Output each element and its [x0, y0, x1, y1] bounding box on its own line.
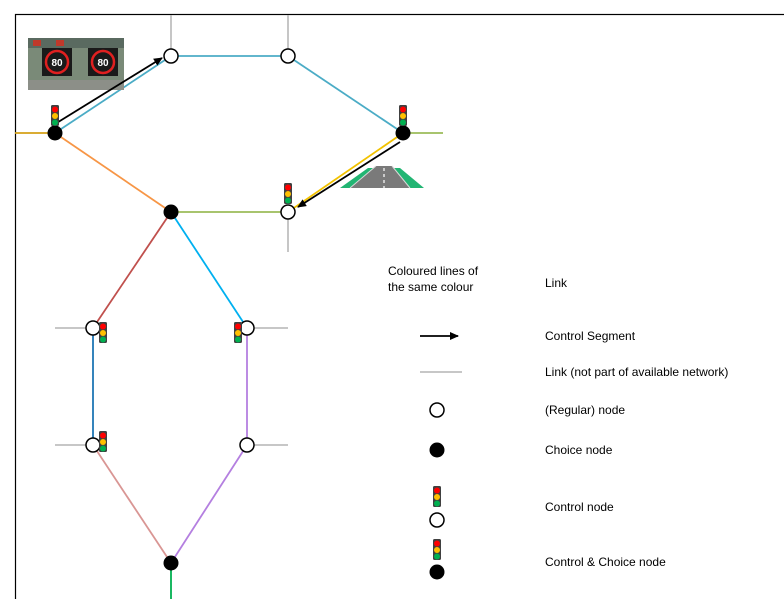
traffic-light-icon — [399, 105, 407, 126]
legend-control-node-label: Control node — [545, 500, 614, 514]
legend-link-caption-line2: the same colour — [388, 280, 473, 294]
control-node — [85, 437, 101, 453]
speed-limit-left-text: 80 — [51, 58, 63, 69]
diagram-border — [14, 13, 784, 599]
link-lower-right — [170, 444, 248, 564]
regular-node — [163, 48, 179, 64]
link-right-diagonal — [287, 132, 404, 213]
legend-choice-node-label: Choice node — [545, 443, 613, 457]
control-segment-arrow-top-left — [54, 57, 163, 125]
legend: Coloured lines of the same colour Link C… — [388, 264, 728, 580]
link-left-diagonal — [54, 132, 172, 213]
choice-node — [163, 204, 179, 220]
link-lower-left — [92, 444, 172, 564]
link-left-down — [92, 211, 172, 329]
legend-control-segment-label: Control Segment — [545, 329, 636, 343]
legend-choice-node-icon — [429, 442, 445, 458]
traffic-light-icon — [284, 183, 292, 204]
traffic-light-icon — [99, 322, 107, 343]
legend-control-choice-node-icon — [429, 564, 445, 580]
legend-unavailable-link-label: Link (not part of available network) — [545, 365, 728, 379]
road-image — [340, 165, 424, 189]
control-node — [280, 204, 296, 220]
speed-limit-right-text: 80 — [97, 58, 109, 69]
legend-regular-node-label: (Regular) node — [545, 403, 625, 417]
choice-node — [163, 555, 179, 571]
traffic-light-icon — [234, 322, 242, 343]
control-node — [85, 320, 101, 336]
link-top-left — [54, 55, 172, 134]
link-top-right — [287, 55, 404, 134]
regular-node — [239, 437, 255, 453]
regular-node — [280, 48, 296, 64]
traffic-light-icon — [51, 105, 59, 126]
control-choice-node — [395, 125, 411, 141]
traffic-light-icon — [99, 431, 107, 452]
legend-control-choice-node-label: Control & Choice node — [545, 555, 666, 569]
legend-link-caption-line1: Coloured lines of — [388, 264, 479, 278]
legend-control-node-traffic-light-icon — [433, 486, 441, 507]
speed-sign-photo: 80 80 — [28, 38, 124, 90]
link-right-down — [170, 211, 248, 329]
control-node — [239, 320, 255, 336]
legend-control-node-icon — [429, 512, 445, 528]
legend-regular-node-icon — [429, 402, 445, 418]
legend-control-choice-traffic-light-icon — [433, 539, 441, 560]
legend-link-label: Link — [545, 276, 568, 290]
control-segment-arrow-right — [297, 141, 401, 208]
control-choice-node — [47, 125, 63, 141]
